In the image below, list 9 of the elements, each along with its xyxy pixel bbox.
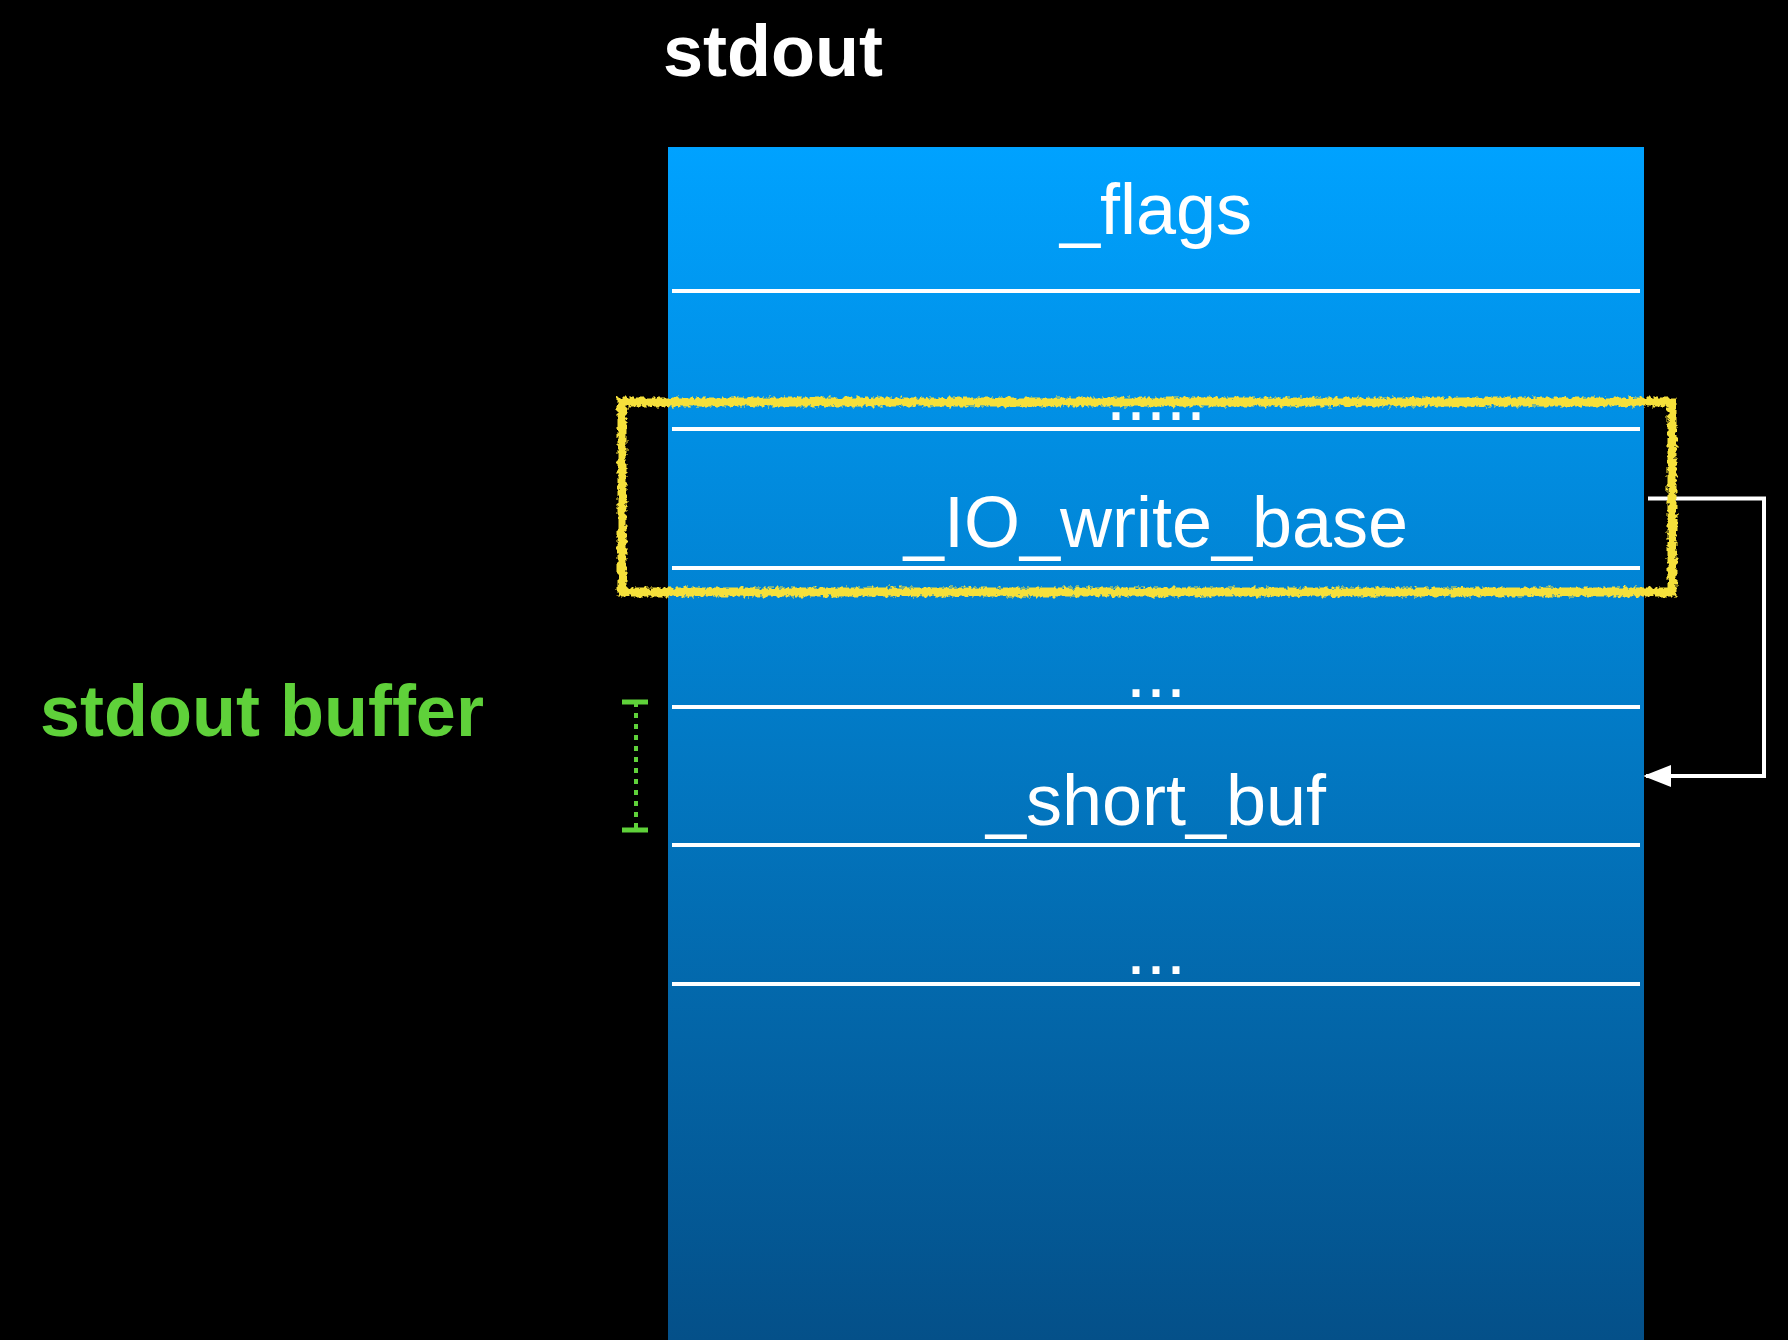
struct-heading: stdout <box>662 10 884 93</box>
ellipsis: ... <box>1126 632 1186 712</box>
buffer-label: stdout buffer <box>40 670 484 753</box>
ellipsis: ..... <box>1106 355 1206 435</box>
field-name: _flags <box>1059 169 1253 249</box>
arrow <box>1643 496 1766 788</box>
field-name: _IO_write_base <box>903 482 1409 562</box>
ellipsis: ... <box>1126 909 1186 989</box>
field-name: _short_buf <box>985 760 1327 840</box>
